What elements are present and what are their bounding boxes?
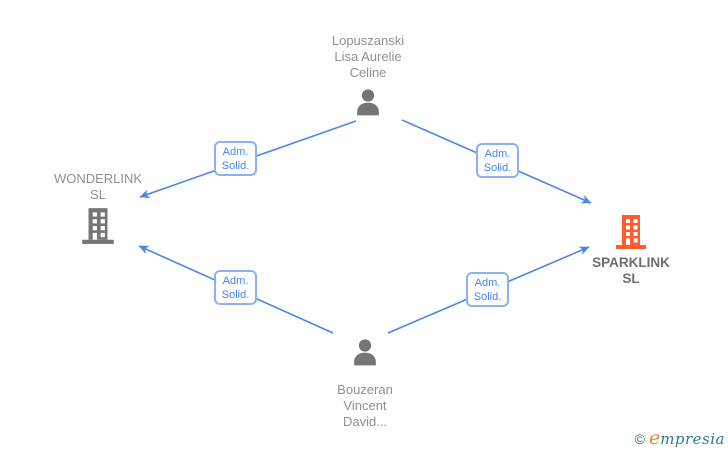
edge-label-line: Adm. xyxy=(222,145,249,158)
brand-wordmark: empresia xyxy=(648,427,725,449)
node-company-sparklink[interactable]: SPARKLINK SL xyxy=(561,212,701,287)
brand-rest-letters: mpresia xyxy=(660,430,725,448)
edge-label-line: Adm. xyxy=(222,274,249,287)
edge-label-line: Solid. xyxy=(221,159,250,172)
copyright-icon: © xyxy=(634,431,645,447)
node-top-person-label: Lopuszanski Lisa Aurelie Celine xyxy=(331,33,405,80)
building-icon[interactable] xyxy=(79,205,117,250)
edge-label-line: Solid. xyxy=(221,288,250,301)
edge-label-adm-solid-bottom-left[interactable]: Adm. Solid. xyxy=(214,270,257,305)
node-company-wonderlink[interactable]: WONDERLINK SL xyxy=(28,171,168,250)
node-wonderlink-label: WONDERLINK SL xyxy=(53,171,143,202)
edge-label-adm-solid-top-left[interactable]: Adm. Solid. xyxy=(214,141,257,176)
node-bottom-person[interactable]: Bouzeran Vincent David... xyxy=(285,337,445,430)
building-icon-orange[interactable] xyxy=(613,212,649,255)
empresia-logo: © empresia xyxy=(634,427,725,449)
person-icon[interactable] xyxy=(348,337,382,376)
brand-lead-letter: e xyxy=(648,427,661,449)
edge-label-line: Solid. xyxy=(473,290,502,303)
node-sparklink-label: SPARKLINK SL xyxy=(592,255,670,286)
edge-label-line: Adm. xyxy=(484,147,511,160)
node-top-person[interactable]: Lopuszanski Lisa Aurelie Celine xyxy=(288,33,448,126)
edge-label-line: Solid. xyxy=(483,161,512,174)
node-bottom-person-label: Bouzeran Vincent David... xyxy=(337,382,393,429)
person-icon[interactable] xyxy=(351,87,385,126)
edge-label-adm-solid-top-right[interactable]: Adm. Solid. xyxy=(476,143,519,178)
edge-label-adm-solid-bottom-right[interactable]: Adm. Solid. xyxy=(466,272,509,307)
edge-label-line: Adm. xyxy=(474,276,501,289)
